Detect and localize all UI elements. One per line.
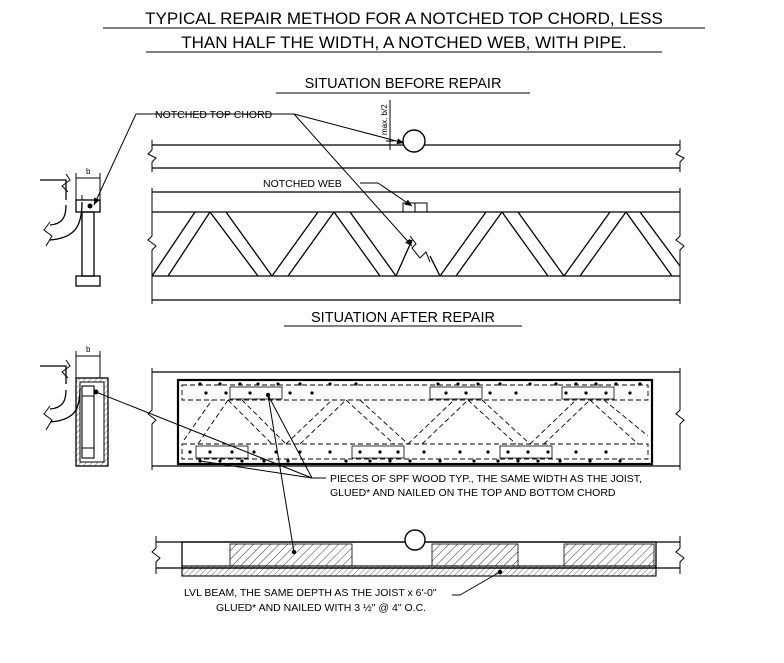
before-section: b xyxy=(40,167,101,287)
title-line-2: THAN HALF THE WIDTH, A NOTCHED WEB, WITH… xyxy=(181,33,627,52)
pipe-icon xyxy=(402,129,426,153)
note-lvl-line-2: GLUED* AND NAILED WITH 3 ½" @ 4" O.C. xyxy=(216,602,426,614)
note-spf-line-2: GLUED* AND NAILED ON THE TOP AND BOTTOM … xyxy=(330,487,616,499)
dim-max-b2: max. b/2 xyxy=(380,104,389,135)
dim-b-before: b xyxy=(86,167,91,176)
leader-spf-top xyxy=(267,394,313,479)
after-elevation xyxy=(147,368,685,470)
leader-spf-section xyxy=(95,391,313,479)
leader-spf-bottom xyxy=(199,460,313,479)
heading-after: SITUATION AFTER REPAIR xyxy=(311,310,495,326)
leader-lvl xyxy=(459,571,501,596)
label-notched-web: NOTCHED WEB xyxy=(263,178,342,190)
dim-b-after: b xyxy=(86,345,91,354)
title-line-1: TYPICAL REPAIR METHOD FOR A NOTCHED TOP … xyxy=(145,9,663,28)
repair-board xyxy=(176,378,654,466)
label-notched-top-chord: NOTCHED TOP CHORD xyxy=(155,109,273,121)
note-spf-line-1: PIECES OF SPF WOOD TYP., THE SAME WIDTH … xyxy=(330,473,642,485)
leader-lvl-spf xyxy=(267,394,295,553)
lvl-elevation xyxy=(151,529,685,577)
heading-before: SITUATION BEFORE REPAIR xyxy=(305,76,502,92)
note-lvl-line-1: LVL BEAM, THE SAME DEPTH AS THE JOIST x … xyxy=(184,587,437,599)
after-section: b xyxy=(40,345,109,467)
pipe-after-icon xyxy=(404,529,426,551)
before-elevation: max. b/2 NOTCHED TOP CHORD NOTCHED WEB xyxy=(93,100,685,304)
